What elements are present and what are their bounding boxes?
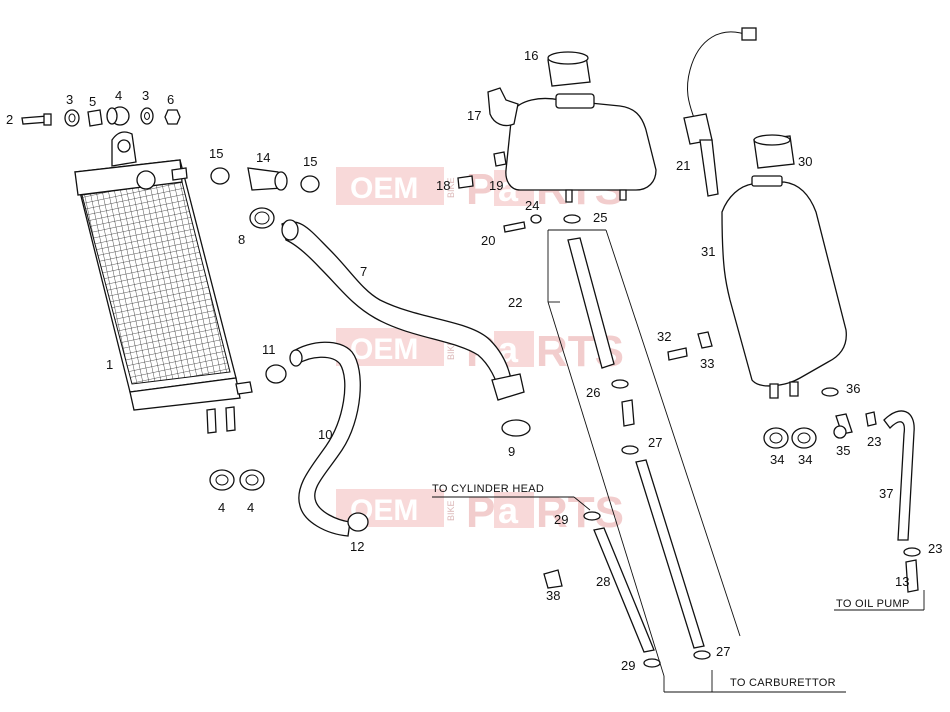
callout-7: 7 <box>360 264 367 279</box>
leader-lines <box>432 229 925 693</box>
svg-text:RTS: RTS <box>536 488 624 537</box>
callout-19: 19 <box>489 178 503 193</box>
svg-text:BIKE: BIKE <box>446 339 456 360</box>
callout-17: 17 <box>467 108 481 123</box>
callout-38: 38 <box>546 588 560 603</box>
callout-1: 1 <box>106 357 113 372</box>
callout-27b: 27 <box>716 644 730 659</box>
callout-3: 3 <box>66 92 73 107</box>
oil-fittings-drawing <box>763 410 921 593</box>
callout-24: 24 <box>525 198 539 213</box>
callout-29: 29 <box>554 512 568 527</box>
callout-9: 9 <box>508 444 515 459</box>
callout-32: 32 <box>657 329 671 344</box>
callout-3b: 3 <box>142 88 149 103</box>
radiator-fasteners-drawing <box>21 106 181 127</box>
destination-notes: TO CYLINDER HEAD TO OIL PUMP TO CARBURET… <box>432 483 910 689</box>
fuel-lines-drawing <box>543 237 713 668</box>
callout-35: 35 <box>836 443 850 458</box>
callout-23: 23 <box>867 434 881 449</box>
callout-36: 36 <box>846 381 860 396</box>
note-to-oil-pump: TO OIL PUMP <box>836 598 910 610</box>
callout-10: 10 <box>318 427 332 442</box>
callout-25: 25 <box>593 210 607 225</box>
callout-31: 31 <box>701 244 715 259</box>
callout-15: 15 <box>209 146 223 161</box>
coolant-tank-drawing <box>457 51 657 233</box>
callout-20: 20 <box>481 233 495 248</box>
callout-4c: 4 <box>247 500 254 515</box>
svg-text:BIKE: BIKE <box>446 500 456 521</box>
callout-23b: 23 <box>928 541 942 556</box>
callout-18: 18 <box>436 178 450 193</box>
oil-tank-drawing <box>683 27 847 399</box>
callout-28: 28 <box>596 574 610 589</box>
callout-34b: 34 <box>798 452 812 467</box>
svg-text:P: P <box>466 165 495 214</box>
callout-29b: 29 <box>621 658 635 673</box>
watermark-bottom: OEM BIKE P a RTS <box>336 488 624 537</box>
radiator-drawing <box>74 131 253 434</box>
hose-clamps-drawing <box>210 167 320 229</box>
callout-30: 30 <box>798 154 812 169</box>
svg-text:P: P <box>466 488 495 537</box>
callout-16: 16 <box>524 48 538 63</box>
note-to-cylinder-head: TO CYLINDER HEAD <box>432 483 544 495</box>
callout-27: 27 <box>648 435 662 450</box>
callout-14: 14 <box>256 150 270 165</box>
callout-8: 8 <box>238 232 245 247</box>
callout-37: 37 <box>879 486 893 501</box>
svg-text:OEM: OEM <box>350 172 418 205</box>
callout-22: 22 <box>508 295 522 310</box>
svg-text:BIKE: BIKE <box>446 177 456 198</box>
callout-12: 12 <box>350 539 364 554</box>
callout-15b: 15 <box>303 154 317 169</box>
note-to-carburettor: TO CARBURETTOR <box>730 677 836 689</box>
upper-hose-drawing <box>281 219 525 401</box>
callout-labels: 1 2 3 4 5 3 6 15 14 15 8 7 11 10 9 12 4 … <box>6 48 942 673</box>
callout-21: 21 <box>676 158 690 173</box>
callout-5: 5 <box>89 94 96 109</box>
callout-13: 13 <box>895 574 909 589</box>
lower-hose-drawing <box>209 341 531 537</box>
callout-33: 33 <box>700 356 714 371</box>
callout-4b: 4 <box>218 500 225 515</box>
callout-4: 4 <box>115 88 122 103</box>
svg-text:a: a <box>498 490 519 531</box>
callout-26: 26 <box>586 385 600 400</box>
callout-2: 2 <box>6 112 13 127</box>
callout-11: 11 <box>262 342 276 357</box>
callout-6: 6 <box>167 92 174 107</box>
svg-text:OEM: OEM <box>350 333 418 366</box>
callout-34: 34 <box>770 452 784 467</box>
